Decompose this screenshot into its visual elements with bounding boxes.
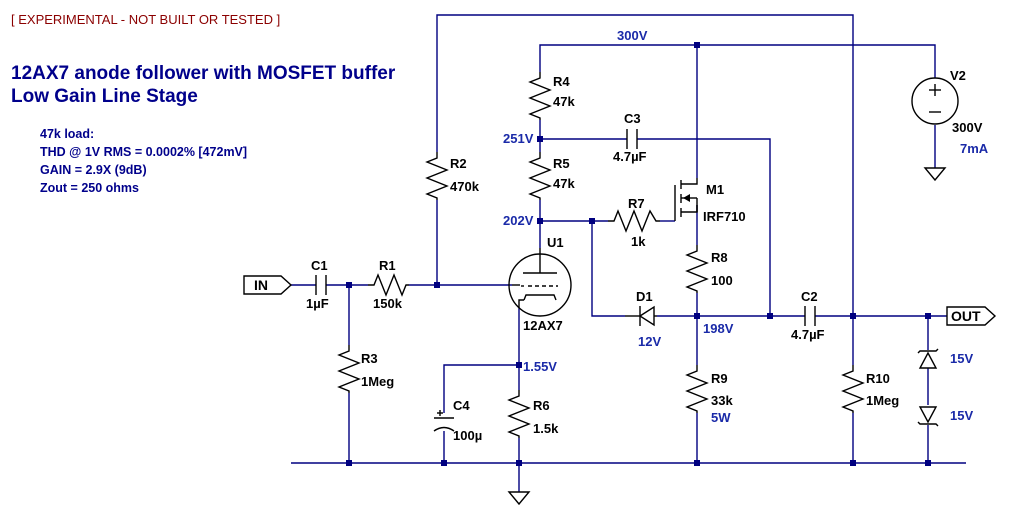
triode-u1-symbol <box>508 248 572 317</box>
d1-name: D1 <box>636 289 653 304</box>
title-line-2: Low Gain Line Stage <box>11 86 198 107</box>
r1-value: 150k <box>373 296 403 311</box>
c2-name: C2 <box>801 289 818 304</box>
zener-z1-symbol <box>917 348 939 369</box>
note-line-4: Zout = 250 ohms <box>40 181 139 195</box>
resistor-r6-symbol <box>507 390 531 438</box>
ground-symbol-main <box>507 491 531 506</box>
c3-value: 4.7µF <box>613 149 647 164</box>
ground-symbol-v2 <box>923 167 947 182</box>
net-label-198v: 198V <box>703 321 734 336</box>
capacitor-c4-symbol <box>433 410 455 432</box>
r6-name: R6 <box>533 398 550 413</box>
r6-value: 1.5k <box>533 421 559 436</box>
r3-value: 1Meg <box>361 374 394 389</box>
mosfet-m1-symbol <box>674 178 698 221</box>
v2-value: 300V <box>952 120 983 135</box>
output-port: OUT <box>946 306 997 326</box>
diode-d1-symbol <box>625 305 657 327</box>
net-label-202v: 202V <box>503 213 534 228</box>
r9-power: 5W <box>711 410 731 425</box>
resistor-r2-symbol <box>425 152 449 200</box>
r5-value: 47k <box>553 176 575 191</box>
u1-name: U1 <box>547 235 564 250</box>
r1-name: R1 <box>379 258 396 273</box>
r2-value: 470k <box>450 179 480 194</box>
u1-value: 12AX7 <box>523 318 563 333</box>
r8-name: R8 <box>711 250 728 265</box>
m1-name: M1 <box>706 182 724 197</box>
r2-name: R2 <box>450 156 467 171</box>
r7-value: 1k <box>631 234 646 249</box>
c2-value: 4.7µF <box>791 327 825 342</box>
wires <box>291 14 966 492</box>
note-line-2: THD @ 1V RMS = 0.0002% [472mV] <box>40 145 247 159</box>
resistor-r5-symbol <box>528 152 552 200</box>
svg-text:OUT: OUT <box>951 308 981 324</box>
resistor-r4-symbol <box>528 72 552 120</box>
r10-value: 1Meg <box>866 393 899 408</box>
net-label-300v: 300V <box>617 28 648 43</box>
note-line-3: GAIN = 2.9X (9dB) <box>40 163 147 177</box>
warning-text: [ EXPERIMENTAL - NOT BUILT OR TESTED ] <box>11 12 280 27</box>
junction-nodes <box>346 42 931 466</box>
resistor-r7-symbol <box>608 209 660 233</box>
r10-name: R10 <box>866 371 890 386</box>
net-label-1v55: 1.55V <box>523 359 557 374</box>
m1-value: IRF710 <box>703 209 746 224</box>
c1-name: C1 <box>311 258 328 273</box>
capacitor-c1-symbol <box>315 275 327 295</box>
c4-value: 100µ <box>453 428 482 443</box>
resistor-r8-symbol <box>685 245 709 293</box>
note-line-1: 47k load: <box>40 127 94 141</box>
r5-name: R5 <box>553 156 570 171</box>
c4-name: C4 <box>453 398 470 413</box>
resistor-r1-symbol <box>368 273 409 297</box>
v2-current: 7mA <box>960 141 989 156</box>
c1-value: 1µF <box>306 296 329 311</box>
net-label-251v: 251V <box>503 131 534 146</box>
svg-text:IN: IN <box>254 277 268 293</box>
voltage-source-v2-symbol <box>911 77 959 125</box>
zener-z2-symbol <box>917 406 939 427</box>
title-line-1: 12AX7 anode follower with MOSFET buffer <box>11 63 396 84</box>
r9-value: 33k <box>711 393 733 408</box>
r7-name: R7 <box>628 196 645 211</box>
input-port: IN <box>243 275 293 295</box>
resistor-r10-symbol <box>841 365 865 413</box>
r9-name: R9 <box>711 371 728 386</box>
r4-value: 47k <box>553 94 575 109</box>
v2-name: V2 <box>950 68 966 83</box>
capacitor-c3-symbol <box>626 129 638 149</box>
c3-name: C3 <box>624 111 641 126</box>
resistor-r9-symbol <box>685 365 709 413</box>
zener-1-value: 15V <box>950 351 973 366</box>
d1-value: 12V <box>638 334 661 349</box>
capacitor-c2-symbol <box>804 306 816 326</box>
r4-name: R4 <box>553 74 570 89</box>
r8-value: 100 <box>711 273 733 288</box>
zener-2-value: 15V <box>950 408 973 423</box>
resistor-r3-symbol <box>337 345 361 393</box>
r3-name: R3 <box>361 351 378 366</box>
